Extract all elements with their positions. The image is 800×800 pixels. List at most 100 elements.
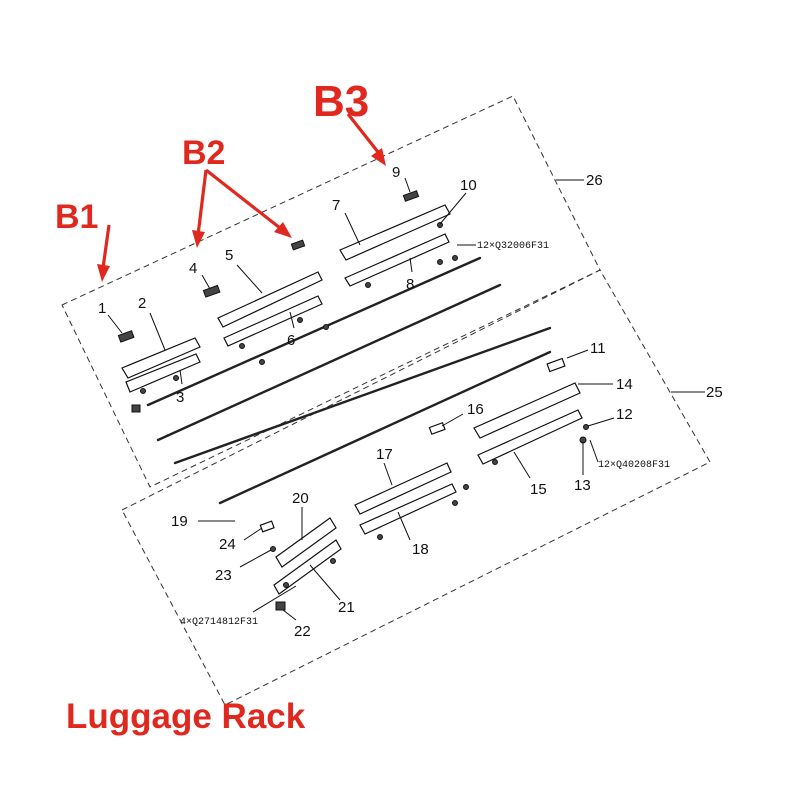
leader-10 (439, 192, 467, 225)
part-6-fastener (297, 317, 303, 323)
leader-5 (236, 264, 263, 294)
part-6-fastener (323, 324, 329, 330)
callout-b2-arrow-left (196, 169, 208, 236)
leader-11 (566, 349, 589, 359)
part-15-fastener (492, 459, 498, 465)
part-8-fastener (452, 255, 458, 261)
part-number-20: 20 (292, 490, 309, 507)
rail-strip-3 (173, 326, 552, 465)
callout-b2-arrow-right (205, 168, 281, 230)
group-25-boundary (121, 269, 711, 706)
part-18-fastener (463, 484, 469, 490)
part-24-shape (259, 520, 275, 533)
leader-1 (107, 314, 123, 334)
part-3-fastener (140, 388, 146, 394)
part-3-fastener (173, 375, 179, 381)
callout-b1-arrowhead (97, 264, 110, 282)
part-number-15: 15 (530, 481, 547, 498)
part-5-shape (217, 271, 323, 328)
part-1-shape (117, 330, 135, 343)
rail-strip-2 (156, 283, 502, 442)
part-23-fastener (270, 546, 276, 552)
part-number-23: 23 (215, 567, 232, 584)
part-number-8: 8 (406, 276, 414, 293)
leader-7 (344, 212, 361, 246)
fastener-note-lower: 12×Q40208F31 (598, 460, 670, 471)
leader-3 (179, 369, 183, 385)
part-16-shape (428, 422, 446, 435)
part-4-shape (202, 284, 221, 298)
callout-b2-arrowhead-left (192, 230, 205, 248)
group-26-boundary (61, 95, 601, 488)
part-11-shape (546, 357, 566, 373)
part-18-fastener (377, 534, 383, 540)
callout-b3-arrow (346, 113, 380, 153)
leader-2 (149, 312, 166, 351)
part-3-shape (125, 353, 201, 393)
part-b2-cap (290, 239, 306, 251)
part-number-13: 13 (574, 477, 591, 494)
leader-16 (441, 413, 464, 427)
part-number-26: 26 (586, 172, 603, 189)
callout-b3-label: B3 (313, 77, 369, 126)
fastener-note-left: 4×Q2714812F31 (180, 617, 258, 628)
part-9-shape (402, 190, 420, 202)
part-8-fastener (437, 259, 443, 265)
leader-9 (404, 177, 411, 193)
part-20-shape (275, 517, 337, 568)
leader-lower-fastener-note (589, 439, 599, 463)
part-3-clip (131, 404, 141, 413)
part-number-10: 10 (460, 177, 477, 194)
callout-b1-label: B1 (55, 198, 98, 236)
leader-15 (513, 451, 531, 479)
leader-12 (587, 417, 615, 427)
callout-b3-arrowhead (371, 148, 386, 166)
part-8-fastener (365, 282, 371, 288)
part-number-17: 17 (376, 446, 393, 463)
leader-4 (201, 274, 211, 290)
callout-b2-arrowhead-right (274, 222, 292, 238)
part-number-4: 4 (189, 260, 197, 277)
part-number-9: 9 (392, 164, 400, 181)
callout-b1-arrow (101, 224, 111, 269)
part-18-shape (359, 483, 457, 535)
part-number-3: 3 (176, 389, 184, 406)
leader-22 (282, 609, 297, 621)
part-number-22: 22 (294, 623, 311, 640)
part-12-fastener (583, 424, 589, 430)
part-number-11: 11 (590, 340, 606, 357)
part-number-5: 5 (225, 247, 233, 264)
part-2-shape (121, 337, 201, 379)
fastener-note-upper: 12×Q32006F31 (477, 241, 549, 252)
part-number-18: 18 (412, 541, 429, 558)
part-number-7: 7 (332, 197, 340, 214)
rail-strip-4 (218, 350, 552, 505)
part-15-shape (477, 409, 583, 465)
part-6-fastener (259, 359, 265, 365)
leader-21 (309, 564, 341, 601)
part-number-2: 2 (138, 295, 146, 312)
leader-23 (239, 549, 272, 568)
part-number-6: 6 (287, 332, 295, 349)
part-14-shape (473, 382, 581, 439)
leader-8 (409, 257, 413, 273)
part-17-shape (354, 462, 452, 515)
part-21-fastener (283, 582, 289, 588)
part-number-1: 1 (98, 300, 106, 317)
leader-18 (397, 511, 411, 541)
rail-strip-1 (146, 256, 482, 407)
leader-6 (289, 311, 295, 329)
part-8-shape (344, 233, 450, 287)
caption-luggage-rack: Luggage Rack (66, 697, 306, 736)
leader-17 (383, 462, 393, 486)
part-number-21: 21 (338, 599, 355, 616)
callout-b2-label: B2 (182, 134, 225, 172)
part-18-fastener (452, 500, 458, 506)
part-number-25: 25 (706, 384, 723, 401)
part-6-fastener (239, 343, 245, 349)
part-21-shape (273, 539, 342, 595)
part-number-24: 24 (219, 536, 236, 553)
part-10-fastener (437, 222, 443, 228)
part-21-fastener (330, 558, 336, 564)
